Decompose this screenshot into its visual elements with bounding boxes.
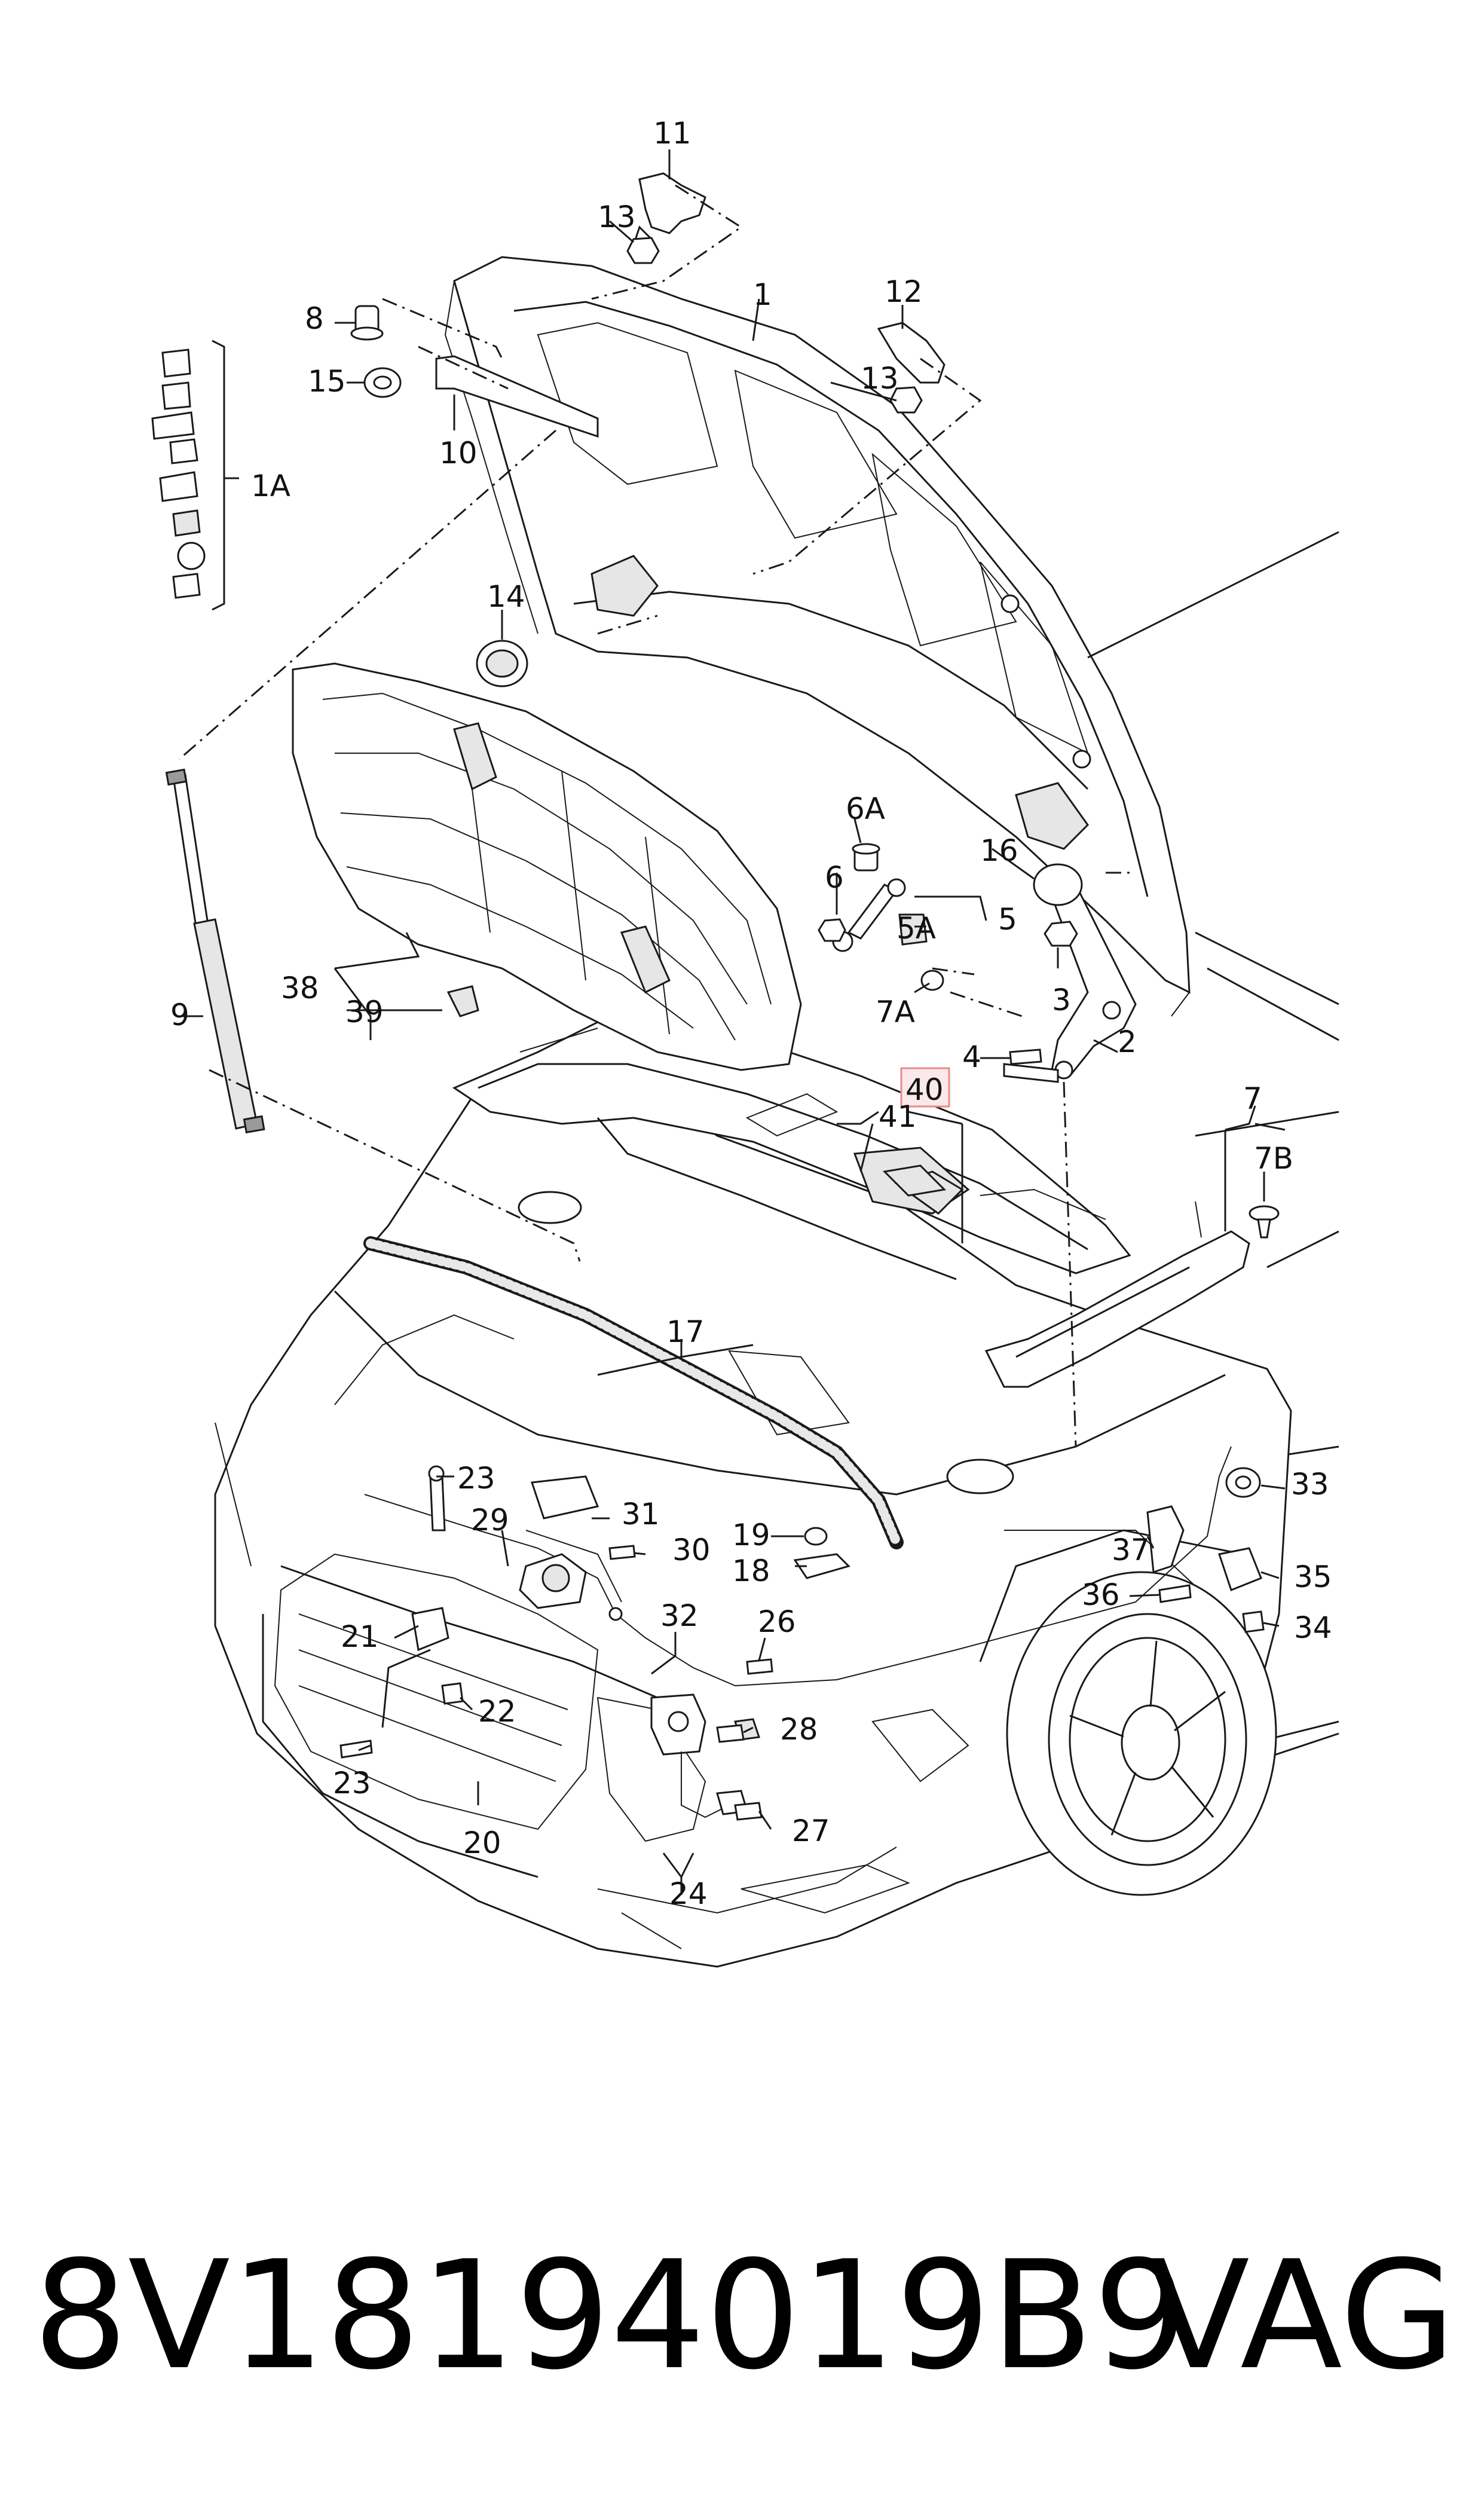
grommet-14 — [476, 640, 528, 687]
clip-6a — [852, 843, 880, 872]
part-number: 8V18194019B9 — [33, 2228, 1188, 2402]
bracket-31 — [530, 1475, 599, 1520]
callout-1a: 1A — [251, 469, 290, 503]
nut-3 — [1044, 921, 1078, 947]
callout-14: 14 — [487, 579, 525, 614]
callout-7b: 7B — [1254, 1141, 1293, 1176]
callout-7: 7 — [1243, 1081, 1262, 1116]
clip-5a — [898, 913, 928, 946]
callout-34: 34 — [1294, 1610, 1332, 1645]
callout-13: 13 — [861, 361, 899, 396]
callout-39: 39 — [345, 995, 384, 1029]
callout-38: 38 — [281, 971, 319, 1005]
cable-holder-33 — [1225, 1467, 1261, 1498]
callout-32: 32 — [660, 1598, 699, 1633]
bolt-36 — [1158, 1584, 1192, 1603]
leader-lines — [182, 149, 1286, 1895]
bonnet-release-cable — [364, 1446, 1232, 1687]
callout-33: 33 — [1291, 1467, 1329, 1502]
callout-6a: 6A — [846, 791, 885, 826]
bonnet-stay-5 — [832, 878, 906, 952]
bolt-23-lower — [339, 1740, 373, 1759]
nut-13b — [889, 386, 923, 414]
callout-37: 37 — [1112, 1533, 1150, 1567]
front-wheel — [979, 1529, 1277, 1896]
callout-15: 15 — [308, 364, 346, 399]
callout-21: 21 — [341, 1619, 379, 1654]
guide-lines — [179, 184, 1130, 1447]
nut-13a — [626, 237, 660, 264]
brand-label: VAG — [1148, 2228, 1455, 2402]
clip-30 — [608, 1545, 636, 1560]
bolt-4 — [1009, 1048, 1042, 1065]
buffer-8 — [350, 305, 384, 341]
nut-6 — [818, 918, 846, 942]
callout-26: 26 — [758, 1604, 796, 1639]
callout-1: 1 — [753, 277, 772, 312]
callout-29: 29 — [471, 1503, 509, 1537]
lock-carrier-29 — [519, 1553, 587, 1609]
callout-8: 8 — [305, 301, 324, 336]
callout-40: 40 — [905, 1072, 944, 1107]
fastener-set — [151, 340, 239, 611]
clip-34 — [1242, 1610, 1265, 1633]
callout-4: 4 — [962, 1040, 981, 1074]
cowl-side-trim — [984, 1201, 1250, 1388]
callout-27: 27 — [792, 1814, 830, 1848]
seal-41 — [882, 1164, 947, 1197]
bolt-26 — [746, 1658, 773, 1675]
callout-23: 23 — [333, 1766, 371, 1800]
callout-24: 24 — [669, 1876, 708, 1911]
callout-9: 9 — [170, 998, 189, 1032]
bonnet-seal-strip — [363, 1236, 904, 1549]
callout-19: 19 — [732, 1518, 770, 1552]
callout-28: 28 — [780, 1712, 818, 1747]
clip-22 — [441, 1682, 464, 1705]
callout-12: 12 — [885, 274, 923, 309]
lock-striker-21 — [411, 1607, 449, 1652]
callout-36: 36 — [1082, 1578, 1120, 1612]
callout-31: 31 — [622, 1497, 660, 1531]
callout-20: 20 — [463, 1826, 501, 1860]
grommet-15 — [363, 367, 402, 398]
hinge-upper-bracket-12 — [877, 322, 946, 384]
callout-2: 2 — [1118, 1025, 1137, 1059]
callout-10: 10 — [439, 436, 478, 470]
hinge-arm-10 — [435, 355, 599, 438]
bonnet-insulation — [292, 662, 802, 1071]
callout-23: 23 — [457, 1461, 495, 1496]
callout-35: 35 — [1294, 1560, 1332, 1594]
highlight-box — [900, 1067, 950, 1108]
callout-5a: 5A — [896, 911, 936, 946]
rod-20 — [381, 1649, 431, 1728]
release-lever-35 — [1218, 1547, 1262, 1591]
callout-18: 18 — [732, 1554, 770, 1588]
micro-switch-27 — [734, 1802, 763, 1821]
callout-13: 13 — [598, 200, 636, 234]
callout-11: 11 — [653, 116, 691, 151]
callout-41: 41 — [879, 1099, 917, 1134]
callout-5: 5 — [998, 902, 1017, 937]
callout-17: 17 — [666, 1314, 705, 1349]
callout-7a: 7A — [876, 995, 915, 1029]
bracket-28 — [716, 1724, 745, 1743]
rubber-19 — [804, 1527, 828, 1546]
gas-strut — [165, 768, 265, 1134]
buffer-18 — [793, 1553, 850, 1579]
callout-30: 30 — [672, 1533, 711, 1567]
callout-16: 16 — [980, 833, 1018, 868]
callout-6: 6 — [825, 860, 844, 895]
callout-3: 3 — [1052, 983, 1071, 1017]
clip-7b — [1249, 1205, 1280, 1239]
lever-37 — [1146, 1505, 1185, 1574]
plug-16 — [1033, 863, 1083, 906]
clip-39 — [446, 985, 479, 1017]
bonnet-panel — [444, 256, 1191, 1017]
callout-22: 22 — [478, 1694, 516, 1729]
